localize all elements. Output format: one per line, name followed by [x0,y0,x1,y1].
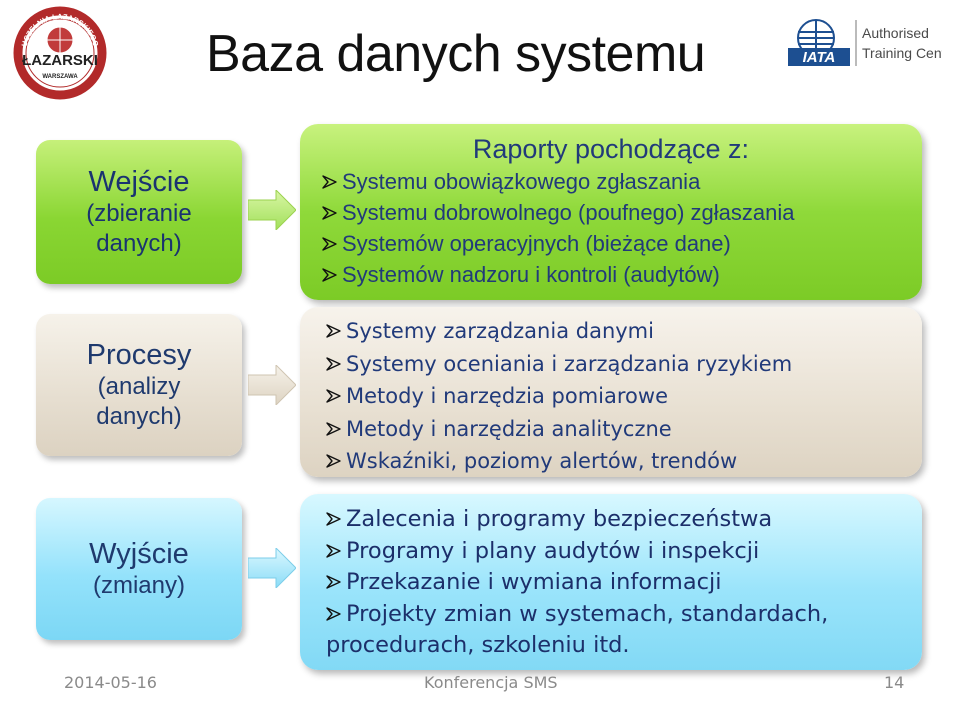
list-item: Przekazanie i wymiana informacji [326,567,922,599]
input-category-line2: (zbieranie [86,200,192,227]
output-category-line2: (zmiany) [92,572,185,599]
list-item: Systemów nadzoru i kontroli (audytów) [322,259,922,290]
list-item-text: Systemu obowiązkowego zgłaszania [342,169,701,194]
list-item-text: Systemy oceniania i zarządzania ryzykiem [346,351,793,376]
process-category-box: Procesy (analizy danych) [36,314,242,456]
list-item: Projekty zmian w systemach, standardach,… [326,599,922,662]
input-sources-box: Raporty pochodzące z: Systemu obowiązkow… [300,124,922,300]
output-category-box: Wyjście (zmiany) [36,498,242,640]
arrowhead-bullet-icon [326,421,346,436]
list-item-text: Metody i narzędzia pomiarowe [346,384,669,408]
list-item-text: Zalecenia i programy bezpieczeństwa [346,506,773,532]
list-item-text: Systemy zarządzania danymi [346,319,654,343]
process-category-line2: (analizy [97,373,181,400]
input-sources-heading: Raporty pochodzące z: [472,134,750,164]
list-item: Systemy oceniania i zarządzania ryzykiem [326,348,922,381]
processing-methods-list: Systemy zarządzania danymi Systemy oceni… [326,315,922,478]
arrowhead-bullet-icon [326,575,346,589]
list-item-text: Projekty zmian w systemach, standardach,… [326,600,829,659]
list-item: Systemów operacyjnych (bieżące dane) [322,228,922,259]
page-number: 14 [884,673,905,692]
input-sources-list: Systemu obowiązkowego zgłaszania Systemu… [322,166,922,290]
input-category-line3: danych) [96,230,182,257]
arrowhead-bullet-icon [322,175,342,189]
input-category-title: Wejście [88,166,190,198]
outputs-list: Zalecenia i programy bezpieczeństwa Prog… [326,504,922,662]
iata-name: IATA [803,49,836,66]
right-arrow-icon [248,548,296,588]
arrowhead-bullet-icon [326,599,346,631]
arrowhead-bullet-icon [326,543,346,558]
list-item-text: Metody i narzędzia analityczne [346,416,672,441]
outputs-box: Zalecenia i programy bezpieczeństwa Prog… [300,494,922,670]
list-item: Programy i plany audytów i inspekcji [326,536,922,568]
process-category-title: Procesy [86,339,192,371]
list-item: Systemy zarządzania danymi [326,315,922,348]
input-category-box: Wejście (zbieranie danych) [36,140,242,284]
lazarski-city: WARSZAWA [42,74,78,80]
arrowhead-bullet-icon [322,206,342,220]
output-category-title: Wyjście [89,538,189,570]
page-title: Baza danych systemu [206,25,706,83]
footer-date: 2014-05-16 [64,673,157,692]
arrowhead-bullet-icon [326,324,346,338]
right-arrow-icon [248,190,296,230]
processing-methods-box: Systemy zarządzania danymi Systemy oceni… [300,307,922,477]
iata-caption-2: Training Center [862,45,942,61]
iata-caption-1: Authorised [862,25,929,41]
right-arrow-icon [248,365,296,405]
arrowhead-bullet-icon [322,268,342,282]
process-category-line3: danych) [96,403,182,430]
arrowhead-bullet-icon [322,237,342,251]
arrowhead-bullet-icon [326,356,346,371]
list-item-text: Systemu dobrowolnego (poufnego) zgłaszan… [342,200,795,225]
list-item-text: Programy i plany audytów i inspekcji [346,537,760,564]
lazarski-name: ŁAZARSKI [22,52,98,69]
footer-event: Konferencja SMS [424,673,558,692]
list-item-text: Systemów nadzoru i kontroli (audytów) [342,262,720,287]
list-item: Systemu obowiązkowego zgłaszania [322,166,922,197]
arrowhead-bullet-icon [326,389,346,403]
list-item-text: Wskaźniki, poziomy alertów, trendów [346,449,738,473]
list-item-text: Przekazanie i wymiana informacji [346,569,722,595]
list-item: Zalecenia i programy bezpieczeństwa [326,504,922,536]
lazarski-logo: ŁAZARSKI WARSZAWA UCZELNIA ŁAZARSKIEGO [6,6,114,100]
list-item: Metody i narzędzia analityczne [326,413,922,446]
list-item: Systemu dobrowolnego (poufnego) zgłaszan… [322,197,922,228]
iata-logo: IATA Authorised Training Center [786,14,958,70]
list-item-text: Systemów operacyjnych (bieżące dane) [342,231,731,256]
list-item: Wskaźniki, poziomy alertów, trendów [326,445,922,478]
list-item: Metody i narzędzia pomiarowe [326,380,922,413]
arrowhead-bullet-icon [326,454,346,468]
arrowhead-bullet-icon [326,512,346,526]
